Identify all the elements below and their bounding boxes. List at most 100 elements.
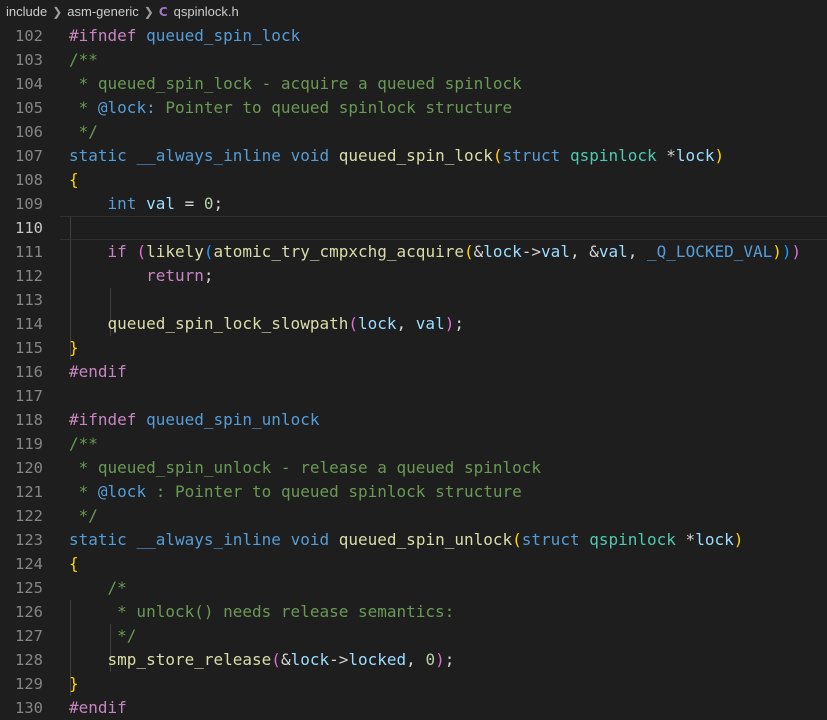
- code-line[interactable]: 121 * @lock : Pointer to queued spinlock…: [0, 480, 827, 504]
- line-number: 112: [15, 267, 43, 285]
- code-token: {: [69, 554, 79, 573]
- code-text[interactable]: */: [69, 504, 98, 528]
- code-text[interactable]: * queued_spin_lock - acquire a queued sp…: [69, 72, 522, 96]
- code-line[interactable]: 126 * unlock() needs release semantics:: [0, 600, 827, 624]
- code-token: [127, 530, 137, 549]
- code-token: /*: [107, 578, 127, 597]
- code-line[interactable]: 130 #endif: [0, 696, 827, 720]
- code-line[interactable]: 118#ifndef queued_spin_unlock: [0, 408, 827, 432]
- code-text[interactable]: * unlock() needs release semantics:: [69, 600, 454, 624]
- code-token: void: [290, 530, 330, 549]
- code-line[interactable]: 119/**: [0, 432, 827, 456]
- line-number: 128: [15, 651, 43, 669]
- breadcrumb: include ❯ asm-generic ❯ C qspinlock.h: [0, 0, 827, 24]
- code-line[interactable]: 105 * @lock: Pointer to queued spinlock …: [0, 96, 827, 120]
- code-line[interactable]: 127 */: [0, 624, 827, 648]
- code-token: , &: [569, 242, 599, 261]
- code-token: queued_spin_unlock: [338, 530, 513, 549]
- code-text[interactable]: queued_spin_lock_slowpath(lock, val);: [69, 312, 464, 336]
- code-text[interactable]: */: [69, 120, 98, 144]
- code-text[interactable]: #ifndef queued_spin_lock: [69, 24, 300, 48]
- code-token: qspinlock: [589, 530, 676, 549]
- code-line[interactable]: 110: [0, 216, 827, 240]
- code-line[interactable]: 104 * queued_spin_lock - acquire a queue…: [0, 72, 827, 96]
- code-token: *: [69, 98, 98, 117]
- code-token: atomic_try_cmpxchg_acquire: [213, 242, 464, 261]
- line-number: 122: [15, 507, 43, 525]
- code-token: [136, 410, 146, 429]
- code-text[interactable]: {: [69, 168, 79, 192]
- breadcrumb-file-name[interactable]: qspinlock.h: [173, 4, 239, 19]
- code-line[interactable]: 111 if (likely(atomic_try_cmpxchg_acquir…: [0, 240, 827, 264]
- code-text[interactable]: if (likely(atomic_try_cmpxchg_acquire(&l…: [69, 240, 802, 264]
- code-token: qspinlock: [569, 146, 657, 165]
- indent-guide: [70, 600, 71, 696]
- code-line[interactable]: 112 return;: [0, 264, 827, 288]
- code-text[interactable]: }: [69, 336, 79, 360]
- code-token: _Q_LOCKED_VAL: [647, 242, 773, 261]
- code-line[interactable]: 106 */: [0, 120, 827, 144]
- code-token: (: [203, 242, 214, 261]
- code-text[interactable]: /*: [69, 576, 127, 600]
- code-line[interactable]: 122 */: [0, 504, 827, 528]
- code-token: [329, 530, 339, 549]
- code-line[interactable]: 102#ifndef queued_spin_lock: [0, 24, 827, 48]
- code-text[interactable]: * @lock : Pointer to queued spinlock str…: [69, 480, 522, 504]
- code-token: [69, 194, 108, 213]
- code-token: ;: [213, 194, 224, 213]
- code-text[interactable]: return;: [69, 264, 213, 288]
- line-number: 107: [15, 147, 43, 165]
- breadcrumb-item-asm-generic[interactable]: asm-generic: [67, 4, 139, 19]
- code-token: val: [541, 242, 570, 261]
- code-token: __always_inline: [136, 530, 281, 549]
- code-line[interactable]: 115}: [0, 336, 827, 360]
- code-line[interactable]: 129}: [0, 672, 827, 696]
- code-line[interactable]: 107 static __always_inline void queued_sp…: [0, 144, 827, 168]
- code-text[interactable]: {: [69, 552, 79, 576]
- code-token: * queued_spin_lock - acquire a queued sp…: [69, 74, 522, 93]
- code-token: static: [69, 146, 127, 165]
- code-token: #ifndef: [69, 410, 137, 429]
- code-token: __always_inline: [136, 146, 281, 165]
- code-line[interactable]: 109 int val = 0;: [0, 192, 827, 216]
- code-token: &: [473, 242, 484, 261]
- line-number: 108: [15, 171, 43, 189]
- code-line[interactable]: 113: [0, 288, 827, 312]
- code-line[interactable]: 124 {: [0, 552, 827, 576]
- code-text[interactable]: static __always_inline void queued_spin_…: [69, 144, 724, 168]
- code-line[interactable]: 117: [0, 384, 827, 408]
- code-text[interactable]: #ifndef queued_spin_unlock: [69, 408, 319, 432]
- code-token: [69, 242, 108, 261]
- code-text[interactable]: #endif: [69, 360, 127, 384]
- code-text[interactable]: * queued_spin_unlock - release a queued …: [69, 456, 541, 480]
- code-text[interactable]: }: [69, 672, 79, 696]
- code-line[interactable]: 114 queued_spin_lock_slowpath(lock, val)…: [0, 312, 827, 336]
- line-number: 126: [15, 603, 43, 621]
- code-text[interactable]: smp_store_release(&lock->locked, 0);: [69, 648, 455, 672]
- code-line[interactable]: 120 * queued_spin_unlock - release a que…: [0, 456, 827, 480]
- code-line[interactable]: 116#endif: [0, 360, 827, 384]
- code-token: ): [435, 650, 445, 669]
- code-text[interactable]: /**: [69, 432, 98, 456]
- code-line[interactable]: 103/**: [0, 48, 827, 72]
- code-line[interactable]: 108 {: [0, 168, 827, 192]
- code-text[interactable]: int val = 0;: [69, 192, 224, 216]
- code-token: *: [69, 482, 98, 501]
- code-text[interactable]: #endif: [69, 696, 127, 720]
- chevron-right-icon: ❯: [143, 5, 154, 19]
- code-token: struct: [521, 530, 580, 549]
- line-number: 124: [15, 555, 43, 573]
- code-text[interactable]: */: [69, 624, 136, 648]
- line-number: 130: [15, 699, 43, 717]
- code-token: [329, 146, 339, 165]
- code-token: queued_spin_lock: [146, 26, 301, 45]
- code-text[interactable]: /**: [69, 48, 98, 72]
- code-text[interactable]: * @lock: Pointer to queued spinlock stru…: [69, 96, 513, 120]
- breadcrumb-item-include[interactable]: include: [6, 4, 48, 19]
- code-token: ): [444, 314, 455, 333]
- code-line[interactable]: 125 /*: [0, 576, 827, 600]
- code-text[interactable]: static __always_inline void queued_spin_…: [69, 528, 743, 552]
- code-line[interactable]: 128 smp_store_release(&lock->locked, 0);: [0, 648, 827, 672]
